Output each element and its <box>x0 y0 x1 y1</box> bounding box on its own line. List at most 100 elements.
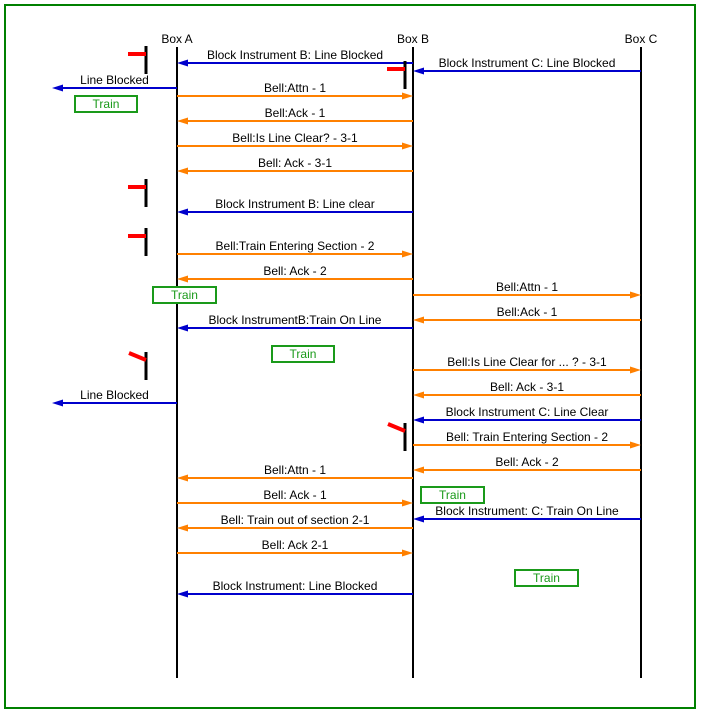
message-block: Block InstrumentB:Train On Line <box>177 313 413 332</box>
signal-icon <box>128 228 148 256</box>
arrow-head <box>413 416 424 424</box>
arrow-head <box>177 474 188 482</box>
message-bell: Bell: Train Entering Section - 2 <box>413 430 641 449</box>
message-label: Bell: Train Entering Section - 2 <box>446 430 608 444</box>
message-label: Bell:Is Line Clear? - 3-1 <box>232 131 358 145</box>
message-bell: Bell:Train Entering Section - 2 <box>177 239 413 258</box>
message-label: Bell: Ack - 3-1 <box>258 156 332 170</box>
message-bell: Bell:Attn - 1 <box>413 280 641 299</box>
train-box: Train <box>271 345 335 363</box>
message-bell: Bell:Ack - 1 <box>177 106 413 125</box>
message-bell: Bell: Train out of section 2-1 <box>177 513 413 532</box>
signal-icon <box>128 351 148 380</box>
message-label: Bell: Ack - 2 <box>495 455 559 469</box>
message-bell: Bell: Ack - 2 <box>177 264 413 283</box>
train-box: Train <box>514 569 579 587</box>
diagram-frame <box>4 4 696 709</box>
train-frame <box>271 345 335 363</box>
arrow-head <box>630 291 641 299</box>
message-label: Bell: Ack - 2 <box>263 264 327 278</box>
message-label: Block Instrument: C: Train On Line <box>435 504 619 518</box>
message-label: Bell:Ack - 1 <box>265 106 326 120</box>
signal-icon <box>128 46 148 74</box>
arrow-head <box>630 366 641 374</box>
arrow-head <box>402 142 413 150</box>
message-label: Bell:Attn - 1 <box>264 81 326 95</box>
message-label: Bell:Attn - 1 <box>496 280 558 294</box>
train-label: Train <box>93 97 120 111</box>
message-label: Bell:Train Entering Section - 2 <box>216 239 375 253</box>
arrow-head <box>177 208 188 216</box>
signal-arm <box>387 422 406 433</box>
arrow-head <box>177 275 188 283</box>
train-frame <box>152 286 217 304</box>
message-label: Block Instrument C: Line Blocked <box>439 56 616 70</box>
train-label: Train <box>290 347 317 361</box>
arrow-head <box>413 515 424 523</box>
train-box: Train <box>152 286 217 304</box>
message-label: Line Blocked <box>80 73 149 87</box>
arrow-head <box>413 316 424 324</box>
message-bell: Bell: Ack - 3-1 <box>177 156 413 175</box>
arrow-head <box>52 399 63 407</box>
message-block: Block Instrument B: Line Blocked <box>177 48 413 67</box>
message-label: Block InstrumentB:Train On Line <box>209 313 382 327</box>
message-label: Bell: Train out of section 2-1 <box>221 513 370 527</box>
arrow-head <box>402 499 413 507</box>
message-label: Bell:Is Line Clear for ... ? - 3-1 <box>447 355 607 369</box>
message-label: Bell: Ack - 3-1 <box>490 380 564 394</box>
arrow-head <box>402 250 413 258</box>
signal-icon <box>128 179 148 207</box>
message-label: Block Instrument B: Line clear <box>215 197 374 211</box>
box-b-header: Box B <box>397 32 429 46</box>
message-bell: Bell:Is Line Clear? - 3-1 <box>177 131 413 150</box>
message-bell: Bell:Attn - 1 <box>177 463 413 482</box>
arrow-head <box>177 59 188 67</box>
message-label: Bell: Ack - 1 <box>263 488 327 502</box>
message-block: Block Instrument C: Line Clear <box>413 405 641 424</box>
message-label: Block Instrument B: Line Blocked <box>207 48 383 62</box>
arrow-head <box>177 324 188 332</box>
message-bell: Bell: Ack - 3-1 <box>413 380 641 399</box>
message-bell: Bell: Ack - 1 <box>177 488 413 507</box>
train-frame <box>74 95 138 113</box>
message-block: Block Instrument: C: Train On Line <box>413 504 641 523</box>
message-block: Line Blocked <box>52 388 177 407</box>
arrow-head <box>413 466 424 474</box>
message-bell: Bell: Ack - 2 <box>413 455 641 474</box>
box-a-header: Box A <box>161 32 192 46</box>
message-label: Bell:Attn - 1 <box>264 463 326 477</box>
arrow-head <box>177 590 188 598</box>
message-block: Line Blocked <box>52 73 177 92</box>
message-block: Block Instrument B: Line clear <box>177 197 413 216</box>
arrow-head <box>630 441 641 449</box>
message-label: Line Blocked <box>80 388 149 402</box>
message-block: Block Instrument: Line Blocked <box>177 579 413 598</box>
train-frame <box>514 569 579 587</box>
message-label: Block Instrument C: Line Clear <box>446 405 609 419</box>
arrow-head <box>52 84 63 92</box>
arrow-head <box>413 391 424 399</box>
message-bell: Bell:Attn - 1 <box>177 81 413 100</box>
train-label: Train <box>533 571 560 585</box>
message-label: Bell: Ack 2-1 <box>262 538 329 552</box>
signal-icon <box>387 61 407 89</box>
box-c-header: Box C <box>625 32 658 46</box>
train-label: Train <box>439 488 466 502</box>
message-label: Block Instrument: Line Blocked <box>213 579 378 593</box>
message-bell: Bell:Ack - 1 <box>413 305 641 324</box>
train-box: Train <box>74 95 138 113</box>
arrow-head <box>177 117 188 125</box>
arrow-head <box>177 524 188 532</box>
arrow-head <box>413 67 424 75</box>
train-frame <box>420 486 485 504</box>
train-box: Train <box>420 486 485 504</box>
arrow-head <box>177 167 188 175</box>
message-bell: Bell:Is Line Clear for ... ? - 3-1 <box>413 355 641 374</box>
message-bell: Bell: Ack 2-1 <box>177 538 413 557</box>
signals-layer <box>128 46 407 451</box>
message-block: Block Instrument C: Line Blocked <box>413 56 641 75</box>
